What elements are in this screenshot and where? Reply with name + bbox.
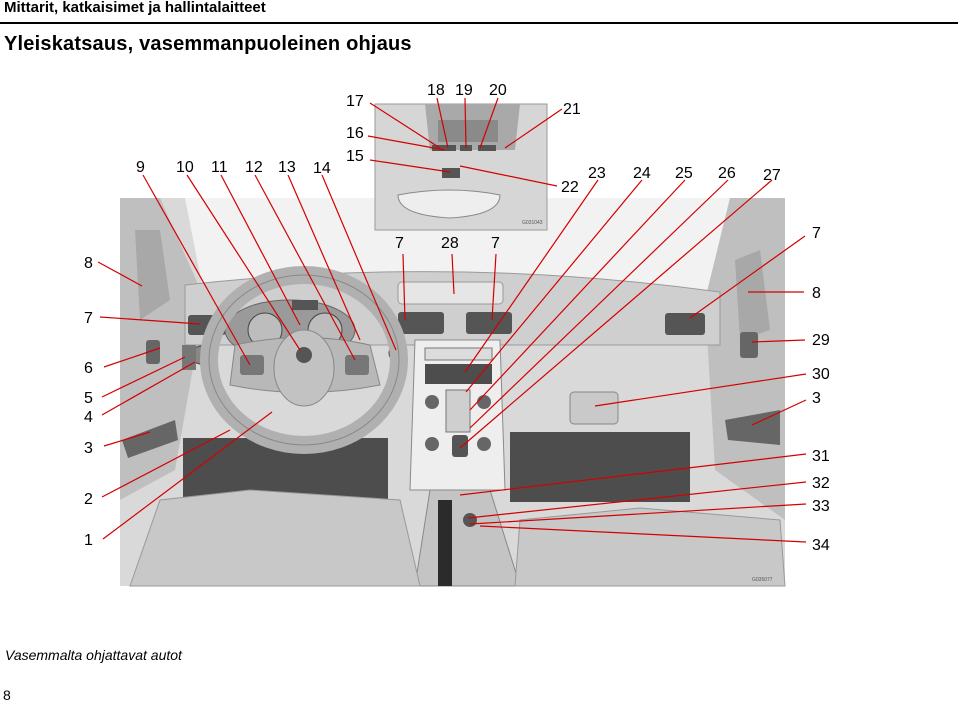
callout-6: 6	[84, 360, 93, 377]
callout-29: 29	[812, 332, 830, 349]
callout-25: 25	[675, 165, 693, 182]
callout-27: 27	[763, 167, 781, 184]
callout-19: 19	[455, 82, 473, 99]
callout-18: 18	[427, 82, 445, 99]
callout-7-centre-left: 7	[395, 235, 404, 252]
callout-labels: 1 2 3 4 5 6 7 8 9 10 11 12 13 14 15 16 1…	[84, 82, 830, 554]
callout-7-centre-right: 7	[491, 235, 500, 252]
inset-figure-code: G031043	[522, 220, 543, 226]
callout-32: 32	[812, 475, 830, 492]
callout-10: 10	[176, 159, 194, 176]
callout-7-right: 7	[812, 225, 821, 242]
callout-2: 2	[84, 491, 93, 508]
callout-4: 4	[84, 409, 93, 426]
callout-34: 34	[812, 537, 830, 554]
callout-15: 15	[346, 148, 364, 165]
callout-33: 33	[812, 498, 830, 515]
callout-14: 14	[313, 160, 331, 177]
callout-31: 31	[812, 448, 830, 465]
header-rule	[0, 22, 958, 24]
callout-3: 3	[84, 440, 93, 457]
main-figure-code: G035077	[752, 577, 773, 583]
callout-11: 11	[211, 159, 228, 176]
callout-21: 21	[563, 101, 581, 118]
callout-16: 16	[346, 125, 364, 142]
callout-22: 22	[561, 179, 579, 196]
page-title: Yleiskatsaus, vasemmanpuoleinen ohjaus	[4, 33, 412, 55]
cabin-drawing: G035077	[120, 198, 786, 587]
callout-5: 5	[84, 390, 93, 407]
figure-caption: Vasemmalta ohjattavat autot	[5, 647, 182, 663]
callout-13: 13	[278, 159, 296, 176]
callout-24: 24	[633, 165, 651, 182]
callout-12: 12	[245, 159, 263, 176]
callout-7-left: 7	[84, 310, 93, 327]
callout-20: 20	[489, 82, 507, 99]
callout-23: 23	[588, 165, 606, 182]
callout-leaders	[97, 97, 807, 543]
callout-9: 9	[136, 159, 145, 176]
callout-8-right: 8	[812, 285, 821, 302]
section-header: Mittarit, katkaisimet ja hallintalaittee…	[4, 0, 266, 16]
page-number: 8	[3, 687, 11, 703]
callout-1: 1	[84, 532, 93, 549]
callout-3-right: 3	[812, 390, 821, 407]
callout-8-left: 8	[84, 255, 93, 272]
callout-28: 28	[441, 235, 459, 252]
callout-26: 26	[718, 165, 736, 182]
callout-30: 30	[812, 366, 830, 383]
callout-17: 17	[346, 93, 364, 110]
